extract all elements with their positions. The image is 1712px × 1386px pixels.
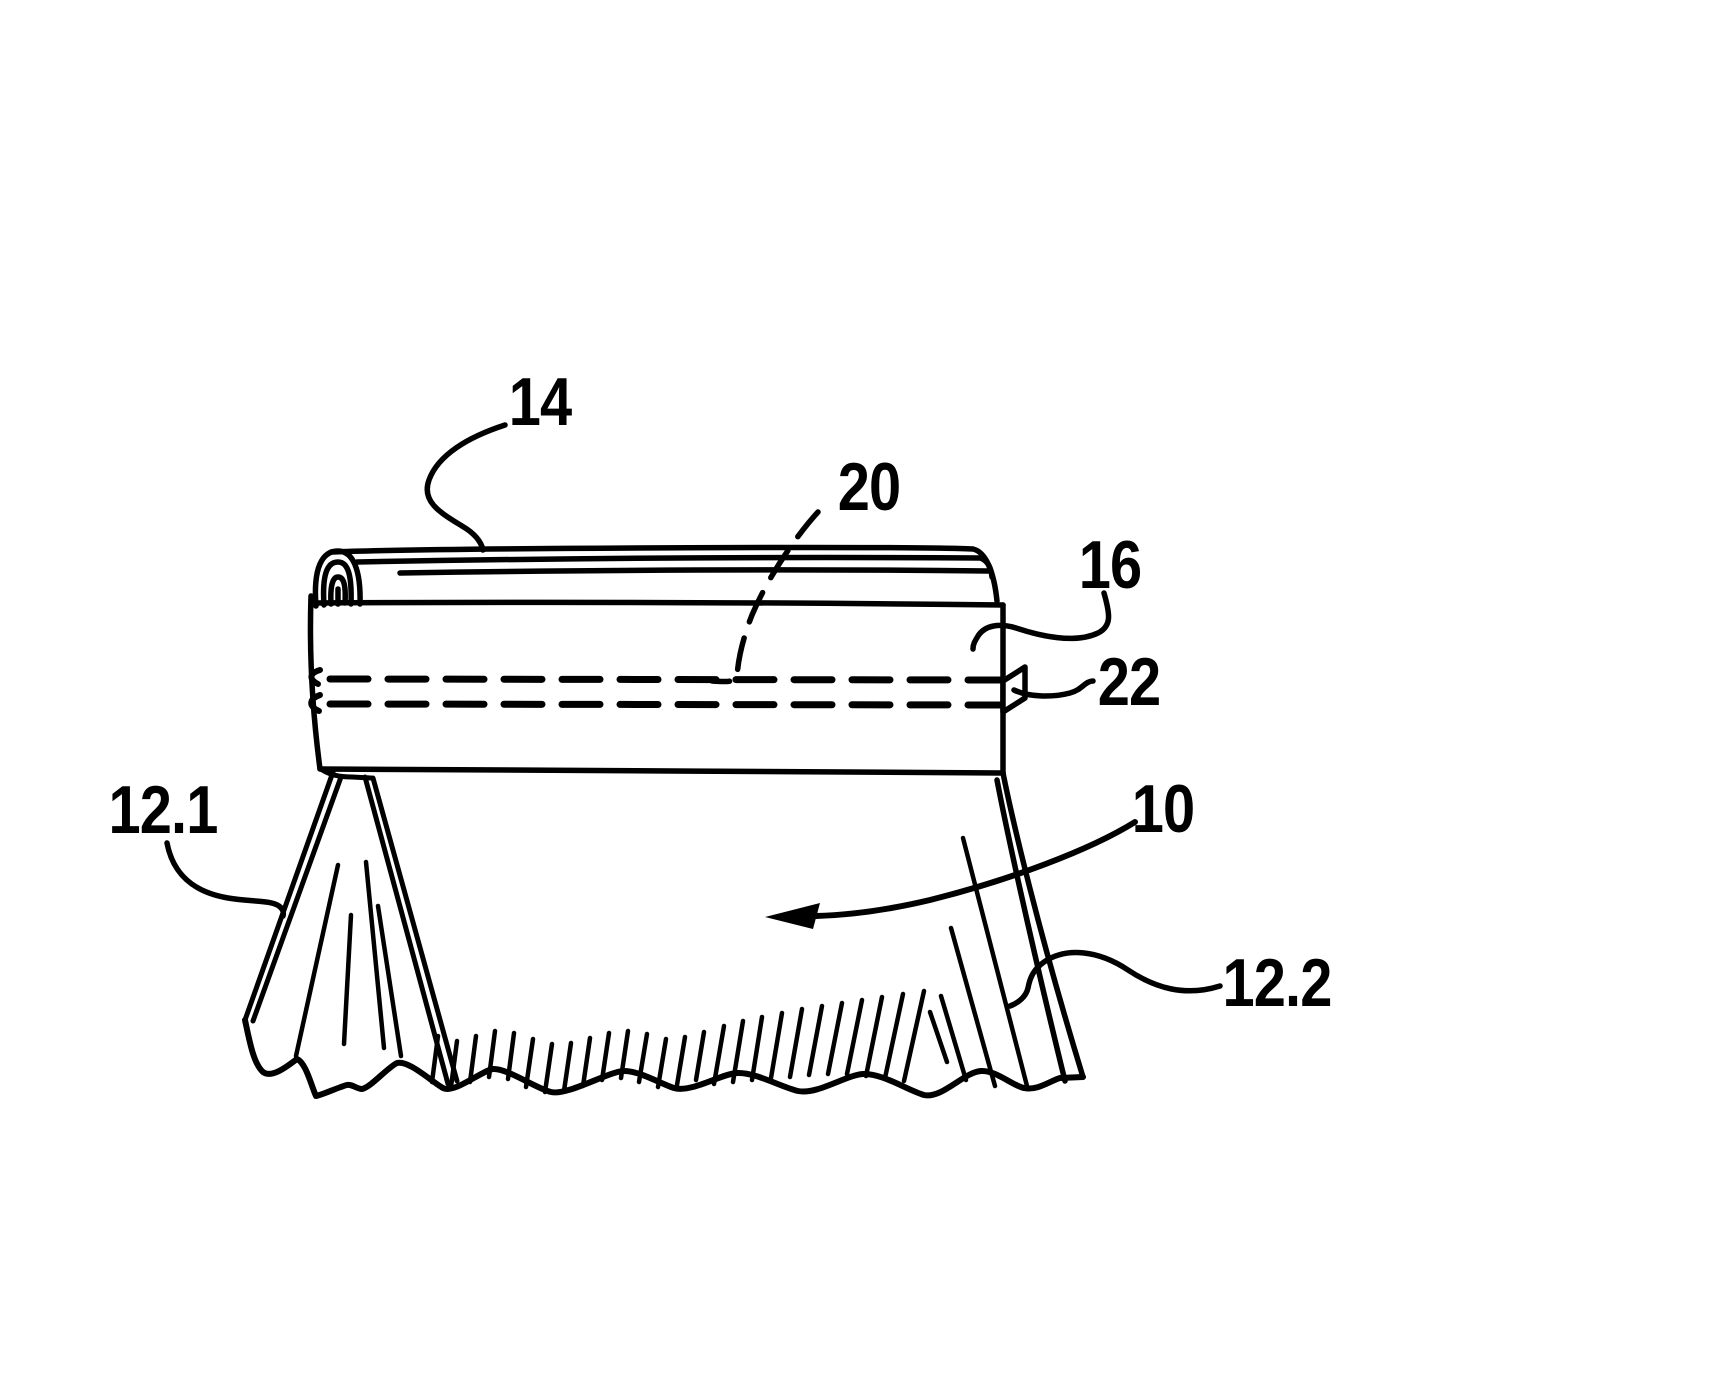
drawstring-hidden-line-upper <box>326 675 1007 684</box>
fan-apex-connector <box>318 766 374 781</box>
right-edge-outer <box>1000 770 1086 1080</box>
rim-curl-mid <box>320 559 354 608</box>
right-edge-inner <box>994 777 1068 1084</box>
folded-band <box>307 593 1007 776</box>
bottom-hatch-marks <box>429 988 927 1095</box>
ref-label-14: 14 <box>508 364 572 440</box>
fan-fold-line-1 <box>293 862 341 1059</box>
torn-bottom-edge <box>242 988 1086 1099</box>
ref-label-12-2: 12.2 <box>1222 945 1332 1021</box>
fan-left-edge-outer <box>242 769 336 1023</box>
rolled-top-rim <box>312 544 1000 609</box>
leader-16 <box>970 590 1112 652</box>
ref-label-20: 20 <box>837 449 901 525</box>
arrow-10-head <box>765 903 820 929</box>
band-top-line <box>310 599 1006 608</box>
rim-curl-outer <box>312 548 363 609</box>
right-fold-edge <box>927 770 1086 1089</box>
ref-label-12-1: 12.1 <box>108 772 218 848</box>
band-bottom-edge <box>317 766 1006 776</box>
leader-12-2 <box>1007 949 1223 1009</box>
rim-layer-line-3 <box>397 567 991 576</box>
drawstring-wrap-tick-lower <box>308 692 323 714</box>
fan-left-edge-inner <box>250 774 344 1024</box>
fan-right-edge-outer <box>370 775 460 1084</box>
leader-lines <box>164 422 1223 1009</box>
drawstring-hidden-line-lower <box>326 700 1007 709</box>
pleat-fan <box>242 766 460 1087</box>
right-edge-hatch-2 <box>948 925 998 1089</box>
leader-14 <box>424 422 508 553</box>
fan-fold-line-3 <box>363 859 387 1051</box>
leader-12-1 <box>164 840 287 919</box>
rim-layer-line-2 <box>354 554 995 580</box>
leader-22 <box>1011 678 1096 699</box>
rim-curl-inner <box>328 574 348 607</box>
band-left-edge <box>307 593 323 772</box>
ref-label-22: 22 <box>1097 644 1161 720</box>
arrow-10 <box>765 819 1138 929</box>
right-edge-hatch-4 <box>927 1009 950 1065</box>
ref-label-10: 10 <box>1131 771 1195 847</box>
right-edge-hatch-long <box>960 835 1030 1089</box>
right-edge-hatch-3 <box>938 993 969 1083</box>
fan-fold-line-4 <box>375 903 404 1059</box>
arrow-10-shaft <box>813 819 1138 919</box>
ref-label-16: 16 <box>1078 527 1142 603</box>
fan-fold-line-2 <box>341 912 354 1047</box>
fan-right-edge-inner <box>362 774 451 1087</box>
drawstring-wrap-tick-upper <box>308 667 323 687</box>
leader-20-dashed <box>709 509 821 685</box>
